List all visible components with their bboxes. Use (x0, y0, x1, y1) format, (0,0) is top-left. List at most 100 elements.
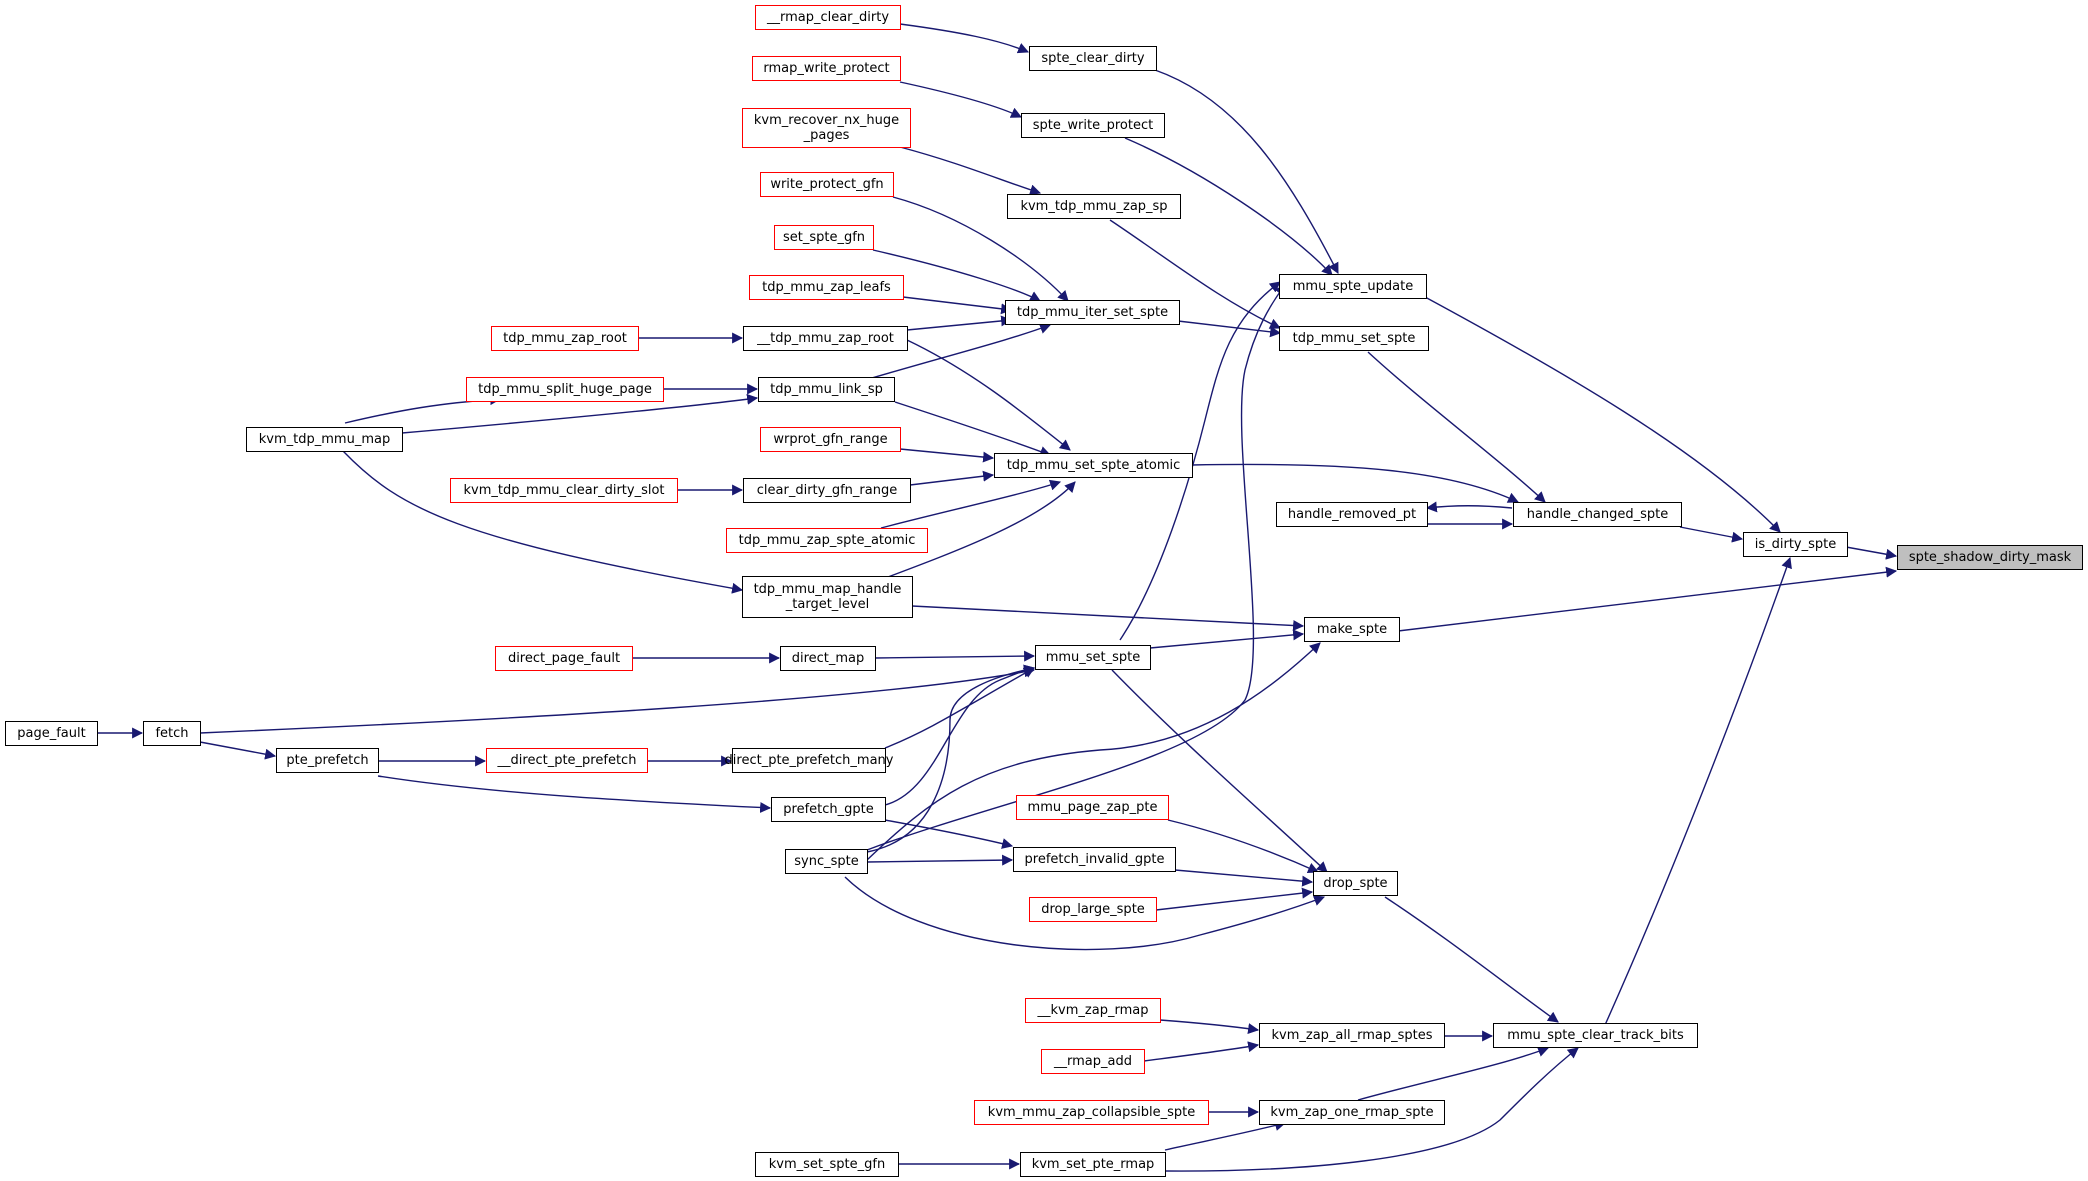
node-kvm-zap-rmap[interactable]: __kvm_zap_rmap (1025, 998, 1161, 1023)
edge-prefetch-gpte-mmu-set (884, 664, 1036, 806)
node-pte-prefetch[interactable]: pte_prefetch (276, 748, 379, 773)
edge-iter-set-spte (1177, 320, 1282, 338)
edge-link-sp-atomic (894, 401, 1052, 457)
edge-direct-map-mmu-set (874, 650, 1036, 662)
edge-mmu-set-make (1149, 629, 1305, 649)
node-kvm-set-spte-gfn[interactable]: kvm_set_spte_gfn (755, 1152, 899, 1177)
edge-zap-leafs-iter (902, 296, 1013, 315)
edge-wpgfn-iter (892, 196, 1069, 302)
edge-set-pte-rmap-clear-track (1164, 1047, 1579, 1172)
node-drop-large-spte[interactable]: drop_large_spte (1029, 897, 1157, 922)
edge-fetch-pte-prefetch (199, 741, 277, 760)
node-kvm-recover-nx-huge-pages[interactable]: kvm_recover_nx_huge _pages (742, 108, 911, 148)
edge-zap-root-inner-atomic (906, 339, 1071, 451)
node-mmu-spte-update[interactable]: mmu_spte_update (1279, 274, 1427, 299)
edge-spte-write-protect-update (1124, 137, 1333, 276)
node-set-spte-gfn[interactable]: set_spte_gfn (774, 225, 874, 250)
node-direct-pte-prefetch[interactable]: __direct_pte_prefetch (486, 748, 648, 773)
node-tdp-mmu-iter-set-spte[interactable]: tdp_mmu_iter_set_spte (1005, 300, 1180, 325)
node-handle-removed-pt[interactable]: handle_removed_pt (1276, 502, 1428, 527)
edge-zap-one-clear-track (1357, 1046, 1550, 1101)
node-sync-spte[interactable]: sync_spte (785, 849, 868, 874)
edge-link-sp-iter (864, 323, 1052, 381)
edge-map-handle-make (911, 605, 1305, 631)
edge-rmap-clear-dirty (899, 23, 1030, 54)
edge-kvm-zap-rmap-all (1159, 1019, 1260, 1035)
node-kvm-set-pte-rmap[interactable]: kvm_set_pte_rmap (1020, 1152, 1166, 1177)
node-kvm-zap-one-rmap-spte[interactable]: kvm_zap_one_rmap_spte (1259, 1100, 1445, 1125)
node-prefetch-gpte[interactable]: prefetch_gpte (771, 797, 886, 822)
edge-set-pte-rmap-zap-one (1164, 1120, 1287, 1151)
node-tdp-mmu-map-handle-target-level[interactable]: tdp_mmu_map_handle _target_level (742, 576, 913, 618)
node-direct-map[interactable]: direct_map (780, 646, 876, 671)
edge-clear-dirty-range-atomic (909, 470, 995, 486)
edge-prefetch-many-mmu-set (884, 667, 1035, 749)
edge-sync-invalid (866, 854, 1014, 866)
node-tdp-mmu-zap-spte-atomic[interactable]: tdp_mmu_zap_spte_atomic (726, 528, 928, 553)
node-tdp-mmu-link-sp[interactable]: tdp_mmu_link_sp (758, 377, 895, 402)
node-tdp-mmu-zap-leafs[interactable]: tdp_mmu_zap_leafs (749, 275, 904, 300)
edge-kvm-map-link (401, 393, 759, 434)
edge-zap-spte-atomic-atomic (880, 479, 1062, 529)
edge-recover-nx-zap-sp (899, 146, 1042, 196)
edge-map-handle-atomic (879, 481, 1076, 581)
edge-handle-handle-removed (1425, 501, 1513, 513)
node-tdp-mmu-set-spte[interactable]: tdp_mmu_set_spte (1279, 326, 1429, 351)
node-drop-spte[interactable]: drop_spte (1313, 871, 1398, 896)
edge-handle-changed-is-dirty (1679, 526, 1744, 543)
node-direct-pte-prefetch-many[interactable]: direct_pte_prefetch_many (725, 748, 893, 773)
node-clear-dirty-gfn-range[interactable]: clear_dirty_gfn_range (743, 478, 911, 503)
node-kvm-mmu-zap-collapsible-spte[interactable]: kvm_mmu_zap_collapsible_spte (974, 1100, 1209, 1125)
edge-zap-root-inner-iter (906, 315, 1013, 331)
node-mmu-page-zap-pte[interactable]: mmu_page_zap_pte (1016, 795, 1169, 820)
edge-sync-mmu-set (866, 664, 1036, 853)
node-kvm-tdp-mmu-zap-sp[interactable]: kvm_tdp_mmu_zap_sp (1007, 194, 1181, 219)
node-mmu-set-spte[interactable]: mmu_set_spte (1035, 645, 1151, 670)
edge-page-zap-pte-drop (1167, 819, 1320, 873)
edge-set-spte-gfn-iter (872, 249, 1041, 302)
node-spte-write-protect[interactable]: spte_write_protect (1021, 113, 1165, 138)
edge-spte-clear-dirty-update (1154, 69, 1339, 274)
node-is-dirty-spte[interactable]: is_dirty_spte (1743, 532, 1848, 557)
edge-mmu-set-spte-update (1119, 281, 1281, 641)
edge-kvm-map-handle (342, 450, 744, 594)
node-page-fault[interactable]: page_fault (5, 721, 98, 746)
node-kvm-tdp-mmu-clear-dirty-slot[interactable]: kvm_tdp_mmu_clear_dirty_slot (450, 478, 678, 503)
edge-zap-sp-set-spte (1109, 219, 1281, 329)
node-prefetch-invalid-gpte[interactable]: prefetch_invalid_gpte (1013, 847, 1176, 872)
node-tdp-mmu-split-huge-page[interactable]: tdp_mmu_split_huge_page (466, 377, 664, 402)
node-fetch[interactable]: fetch (143, 721, 201, 746)
edge-mmu-set-drop (1111, 669, 1328, 873)
edge-set-spte-atomic-handle (1191, 463, 1519, 503)
edge-tdp-mmu-set-spte-handle (1367, 351, 1546, 503)
node-direct-page-fault[interactable]: direct_page_fault (495, 646, 633, 671)
node-tdp-mmu-zap-root-inner[interactable]: __tdp_mmu_zap_root (743, 326, 908, 351)
node-spte-clear-dirty[interactable]: spte_clear_dirty (1029, 46, 1157, 71)
node-kvm-tdp-mmu-map[interactable]: kvm_tdp_mmu_map (246, 427, 403, 452)
edge-drop-large-drop (1155, 887, 1314, 911)
node-write-protect-gfn[interactable]: write_protect_gfn (760, 172, 894, 197)
edge-prefetch-invalid-drop (1174, 869, 1314, 887)
edge-clear-track-is-dirty (1604, 556, 1792, 1026)
node-mmu-spte-clear-track-bits[interactable]: mmu_spte_clear_track_bits (1493, 1023, 1698, 1048)
node-wrprot-gfn-range[interactable]: wrprot_gfn_range (760, 427, 901, 452)
edge-mmu-spte-update-is-dirty (1424, 296, 1781, 533)
edge-is-dirty-spte (1845, 546, 1898, 560)
call-edges (97, 23, 1898, 1172)
edge-pte-prefetch-gpte (377, 775, 772, 813)
edge-fetch-mmu-set (199, 666, 1036, 734)
node-rmap-add[interactable]: __rmap_add (1041, 1049, 1145, 1074)
node-tdp-mmu-set-spte-atomic[interactable]: tdp_mmu_set_spte_atomic (994, 453, 1193, 478)
node-rmap-clear-dirty[interactable]: __rmap_clear_dirty (755, 5, 901, 30)
node-make-spte[interactable]: make_spte (1304, 617, 1400, 642)
node-rmap-write-protect[interactable]: rmap_write_protect (752, 56, 901, 81)
edge-sync-make (866, 642, 1321, 861)
node-handle-changed-spte[interactable]: handle_changed_spte (1513, 502, 1682, 527)
edge-sync-drop (844, 876, 1326, 951)
edge-rmap-write-protect (899, 81, 1022, 118)
edge-make-spte (1397, 566, 1898, 632)
edge-sync-spte-update (866, 284, 1286, 851)
node-tdp-mmu-zap-root[interactable]: tdp_mmu_zap_root (491, 326, 639, 351)
node-kvm-zap-all-rmap-sptes[interactable]: kvm_zap_all_rmap_sptes (1259, 1023, 1445, 1048)
edge-wrprot-atomic (899, 448, 995, 463)
